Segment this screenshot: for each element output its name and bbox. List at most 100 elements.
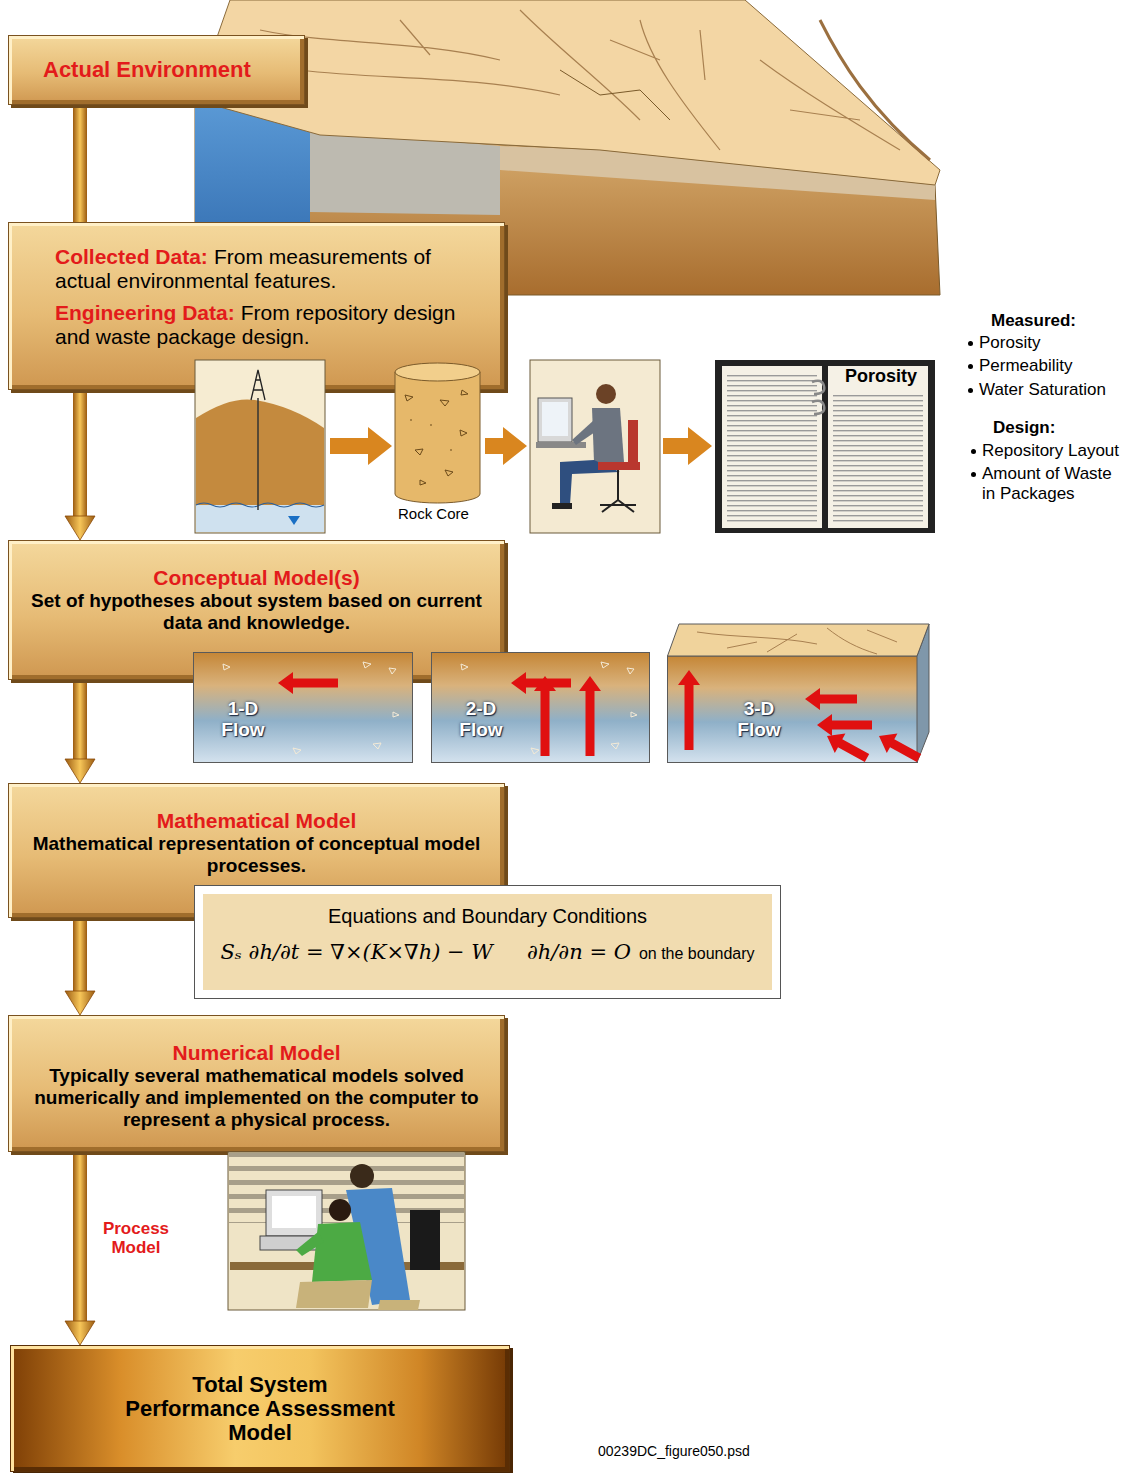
polygon-shape bbox=[668, 624, 930, 656]
equation: Sₛ ∂h/∂t = ∇×(K×∇h) − W bbox=[220, 940, 493, 964]
path-shape bbox=[395, 372, 480, 503]
rect-shape bbox=[727, 372, 817, 522]
drill-illustration bbox=[195, 360, 325, 533]
annotation-label: Porosity bbox=[843, 366, 919, 386]
equation-heading: Equations and Boundary Conditions bbox=[211, 904, 764, 928]
process-box: Numerical ModelTypically several mathema… bbox=[8, 1015, 505, 1152]
box-heading: Collected Data: bbox=[55, 245, 208, 268]
text-group: Collected Data:From measurements of actu… bbox=[55, 245, 490, 293]
arrow-shaft bbox=[73, 1152, 87, 1321]
rect-shape bbox=[196, 505, 324, 532]
edge-label: Process Model bbox=[96, 1219, 176, 1257]
computer-workers bbox=[228, 1152, 465, 1310]
flow-panel-art bbox=[193, 652, 413, 763]
text-group: Numerical Model bbox=[19, 1041, 494, 1065]
rect-shape bbox=[195, 360, 325, 533]
annotation-label: Measured: bbox=[991, 311, 1076, 331]
arrow-shaft bbox=[73, 105, 87, 222]
panel-label: 2-D Flow bbox=[453, 698, 509, 740]
flow-panel-art bbox=[431, 652, 650, 763]
annotation-label: Amount of Waste in Packages bbox=[982, 464, 1124, 504]
panel-label: 3-D Flow bbox=[731, 698, 787, 740]
box-heading: Mathematical Model bbox=[21, 809, 492, 833]
rect-shape bbox=[628, 420, 638, 464]
arrow-shaft bbox=[73, 680, 87, 759]
line-shape bbox=[257, 398, 259, 510]
polygon-shape bbox=[330, 427, 392, 465]
path-shape bbox=[820, 20, 930, 160]
annotation-label: Water Saturation bbox=[979, 380, 1106, 400]
text-group: Engineering Data:From repository design … bbox=[55, 301, 490, 349]
label-anchor: Measured: bbox=[991, 311, 1076, 331]
equation-box: Equations and Boundary Conditions Sₛ ∂h/∂… bbox=[195, 886, 780, 998]
circle-shape bbox=[329, 1199, 351, 1221]
flow-panel: 3-D Flow bbox=[667, 622, 935, 763]
box-body: Mathematical representation of conceptua… bbox=[21, 833, 492, 877]
box-heading: Numerical Model bbox=[19, 1041, 494, 1065]
rect-shape bbox=[530, 360, 660, 533]
rect-shape bbox=[432, 653, 650, 763]
text-group: Typically several mathematical models so… bbox=[19, 1065, 494, 1131]
rect-shape bbox=[194, 653, 413, 763]
flow-arrow-symbol bbox=[879, 734, 921, 762]
arrow-head bbox=[65, 1321, 95, 1345]
data-book bbox=[715, 360, 935, 533]
path-shape bbox=[572, 420, 598, 445]
flow-arrow-symbol bbox=[817, 714, 872, 736]
path-shape bbox=[812, 381, 824, 414]
rect-shape bbox=[552, 503, 572, 509]
rock-core bbox=[395, 363, 480, 503]
panel-label: 1-D Flow bbox=[215, 698, 271, 740]
flow-panel: 1-D Flow bbox=[193, 652, 413, 763]
polygon-shape bbox=[663, 427, 712, 465]
polygon-shape bbox=[288, 516, 300, 525]
arrow-head bbox=[65, 759, 95, 783]
text-group: Actual Environment bbox=[43, 57, 251, 83]
polygon-shape bbox=[485, 427, 527, 465]
path-shape bbox=[405, 390, 468, 485]
label-anchor: Porosity bbox=[979, 333, 1040, 353]
arrow-shaft bbox=[73, 390, 87, 516]
path-shape bbox=[196, 503, 324, 507]
rect-shape bbox=[715, 360, 935, 533]
boundary-equation: ∂h/∂n = O bbox=[527, 940, 631, 964]
rect-shape bbox=[538, 398, 572, 442]
rect-shape bbox=[828, 366, 928, 528]
label-anchor: Water Saturation bbox=[979, 380, 1106, 400]
text-group: 3-D Flow bbox=[731, 698, 787, 740]
label-anchor: Amount of Waste in Packages bbox=[982, 464, 1124, 504]
text-group: 2-D Flow bbox=[453, 698, 509, 740]
rect-shape bbox=[542, 402, 568, 436]
rect-shape bbox=[833, 392, 923, 522]
path-shape bbox=[592, 408, 624, 462]
label-anchor: Repository Layout bbox=[982, 441, 1119, 461]
path-shape bbox=[600, 470, 636, 512]
annotation-label: Rock Core bbox=[398, 505, 469, 523]
polygon-shape bbox=[195, 0, 940, 185]
annotation-label: Design: bbox=[993, 418, 1055, 438]
text-group: Conceptual Model(s) bbox=[21, 566, 492, 590]
flow-arrow bbox=[65, 390, 95, 540]
path-shape bbox=[196, 399, 324, 505]
rect-shape bbox=[228, 1152, 465, 1310]
annotation-label: Permeability bbox=[979, 356, 1073, 376]
text-group: Mathematical representation of conceptua… bbox=[21, 833, 492, 877]
box-heading: Engineering Data: bbox=[55, 301, 235, 324]
path-shape bbox=[251, 370, 265, 400]
rect-shape bbox=[266, 1190, 322, 1236]
path-shape bbox=[260, 10, 900, 150]
flow-arrow-symbol bbox=[805, 688, 857, 710]
person-at-computer bbox=[530, 360, 660, 533]
text-group: Total System Performance Assessment Mode… bbox=[125, 1373, 395, 1445]
box-body: Set of hypotheses about system based on … bbox=[21, 590, 492, 634]
flow-arrow bbox=[65, 680, 95, 783]
path-shape bbox=[560, 70, 670, 120]
path-shape bbox=[312, 1222, 372, 1282]
circle-shape bbox=[596, 384, 616, 404]
annotation-label: 00239DC_figure050.psd bbox=[598, 1443, 750, 1459]
path-shape bbox=[296, 1280, 372, 1308]
arrow-head bbox=[65, 991, 95, 1015]
box-body: Typically several mathematical models so… bbox=[19, 1065, 494, 1131]
flow-panel: 2-D Flow bbox=[431, 652, 650, 763]
rect-shape bbox=[410, 1210, 440, 1270]
